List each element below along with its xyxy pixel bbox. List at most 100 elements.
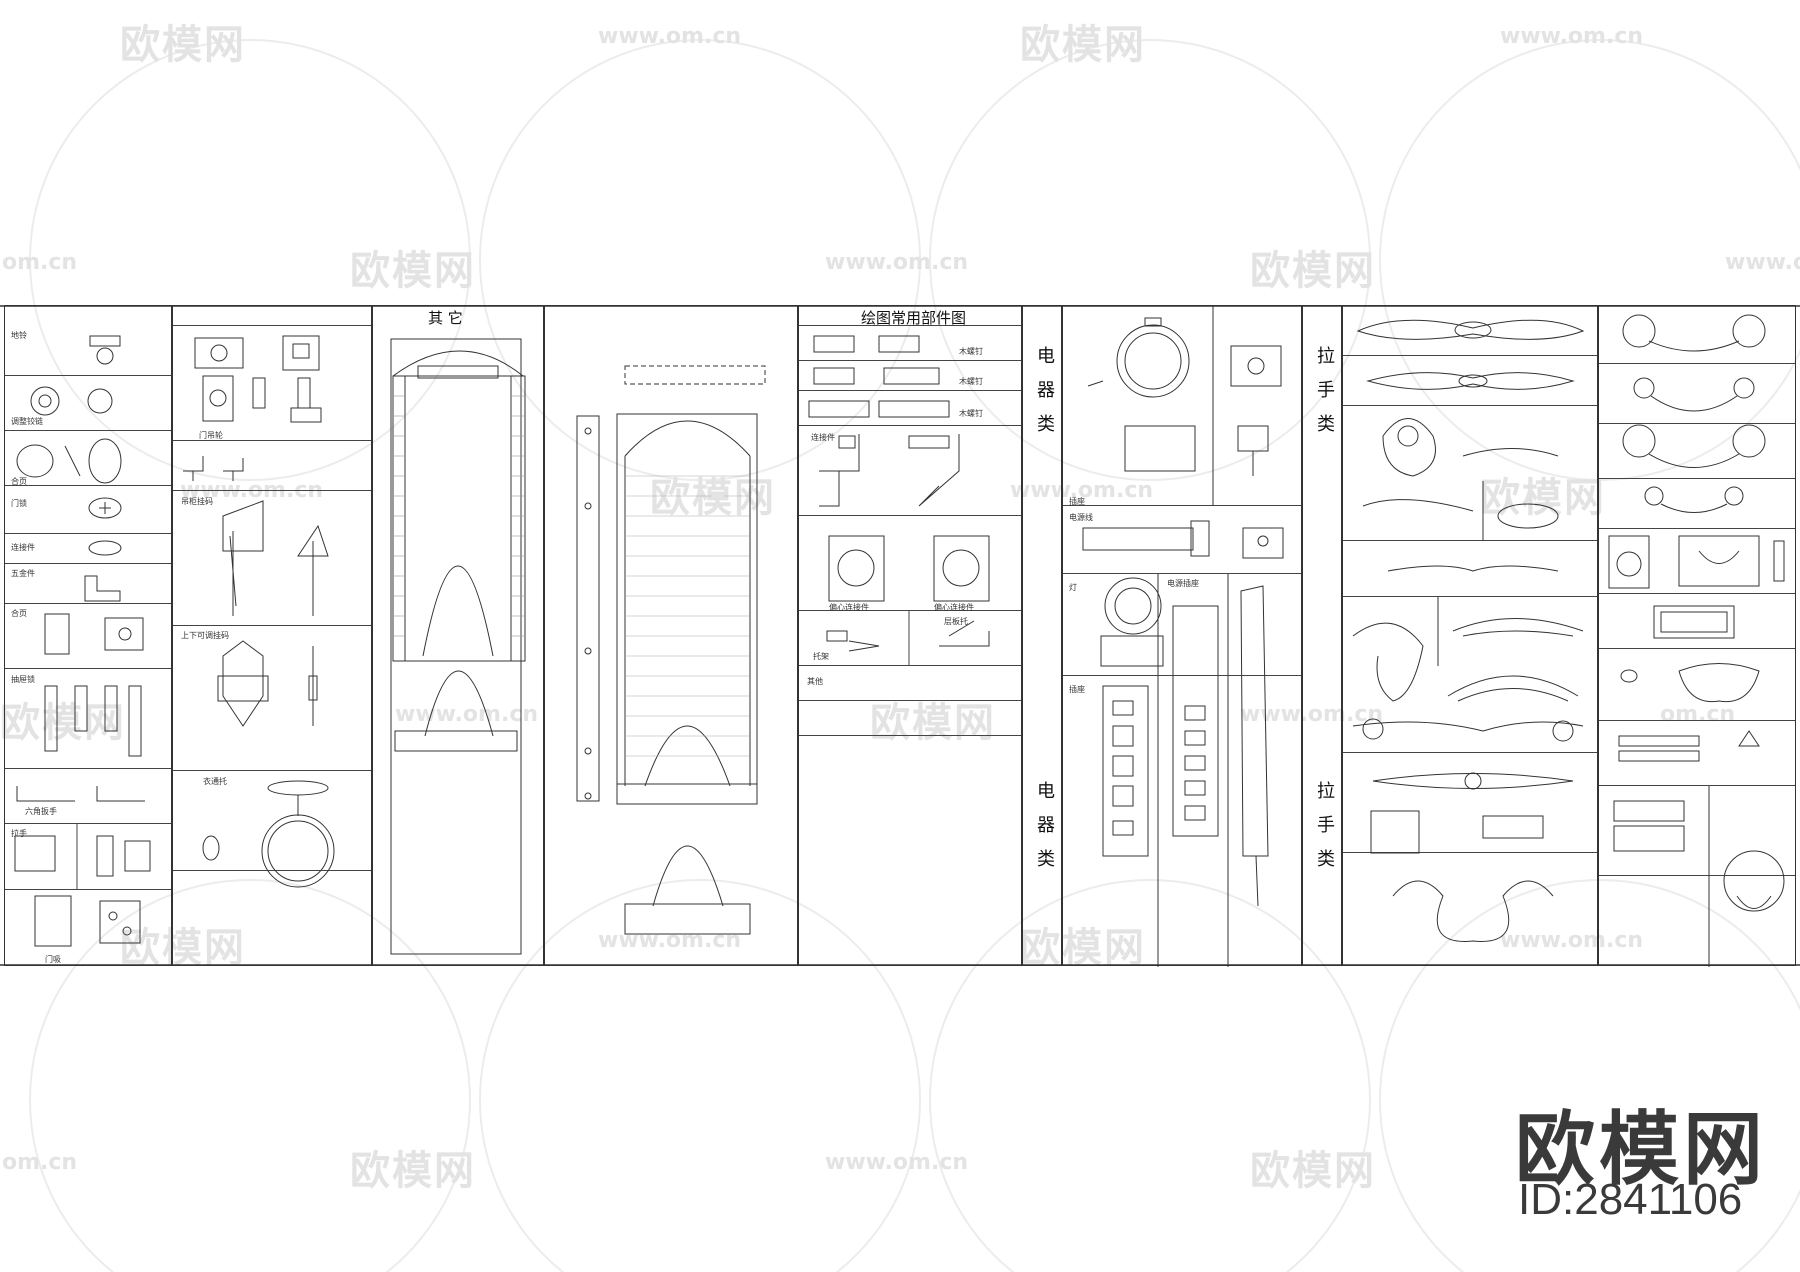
part-label: 抽屉锁 — [11, 675, 35, 684]
cell-row — [1063, 574, 1301, 676]
part-label: 地铃 — [11, 331, 27, 340]
panel-handles-b — [1598, 305, 1796, 967]
part-label: 灯 — [1069, 583, 1077, 592]
panel-drawing-parts: 绘图常用部件图 木螺钉 木螺钉 木螺钉 连接件 偏心连接件 偏心连接件 托架 层… — [798, 305, 1022, 966]
part-label: 偏心连接件 — [934, 603, 974, 612]
part-label: 电源线 — [1069, 513, 1093, 522]
cell-row — [173, 306, 371, 326]
part-label: 层板托 — [944, 617, 968, 626]
section-title-handles: 拉手类 — [1314, 781, 1335, 883]
cell-row — [173, 626, 371, 771]
cell-row — [5, 604, 171, 669]
watermark-logo: 欧模网 — [350, 1148, 476, 1194]
cell-row — [799, 666, 1021, 701]
part-label: 木螺钉 — [959, 347, 983, 356]
cell-row — [1599, 424, 1795, 479]
part-label: 连接件 — [11, 543, 35, 552]
watermark-url: www.om.cn — [825, 250, 969, 275]
hinge-drawings — [183, 335, 335, 888]
cell-row — [1343, 753, 1597, 853]
panel-handles-label: 拉手类 拉手类 — [1302, 305, 1342, 966]
cell-row — [1599, 594, 1795, 649]
panel-hardware-left: 地铃 调整铰链 合页 门锁 连接件 五金件 合页 抽屉锁 六角扳手 拉手 门吸 — [4, 305, 172, 966]
part-label: 拉手 — [11, 829, 27, 838]
cell-row — [1599, 364, 1795, 424]
parts-drawings — [808, 335, 990, 666]
part-label: 插座 — [1069, 685, 1085, 694]
cell-row — [5, 669, 171, 769]
part-label: 门锁 — [11, 499, 27, 508]
cell-row — [799, 701, 1021, 736]
cell-row — [173, 491, 371, 626]
cell-row — [1599, 529, 1795, 594]
part-label: 木螺钉 — [959, 409, 983, 418]
section-title-handles: 拉手类 — [1314, 346, 1335, 448]
panel-hardware-mid: 门吊轮 吊柜挂码 上下可调挂码 衣通托 — [172, 305, 372, 966]
cell-row — [1599, 786, 1795, 876]
part-label: 吊柜挂码 — [181, 497, 213, 506]
cell-row — [799, 306, 1021, 326]
cell-row — [1343, 406, 1597, 541]
panel-electrical-label: 电器类 电器类 — [1022, 305, 1062, 966]
cell-row — [1599, 479, 1795, 529]
drawing-sheet: 地铃 调整铰链 合页 门锁 连接件 五金件 合页 抽屉锁 六角扳手 拉手 门吸 — [0, 305, 1800, 967]
cell-row — [799, 611, 1021, 666]
watermark-url: www.om.cn — [1725, 250, 1800, 275]
part-label: 五金件 — [11, 569, 35, 578]
part-label: 门吊轮 — [199, 431, 223, 440]
part-label: 上下可调挂码 — [181, 631, 229, 640]
wardrobe-elevation-drawing — [576, 365, 766, 935]
section-title-electrical: 电器类 — [1034, 781, 1055, 883]
part-label: 合页 — [11, 609, 27, 618]
cell-row — [173, 441, 371, 491]
hardware-drawings — [14, 335, 151, 947]
asset-id: ID:2841106 — [1518, 1175, 1743, 1224]
cell-row — [799, 391, 1021, 426]
part-label: 木螺钉 — [959, 377, 983, 386]
cell-row — [173, 771, 371, 871]
watermark-logo: 欧模网 — [1250, 1148, 1376, 1194]
cell-row — [1599, 721, 1795, 786]
panel-other-elevation-a: 其 它 — [372, 305, 544, 966]
cell-row — [1599, 649, 1795, 721]
part-label: 合页 — [11, 477, 27, 486]
section-title-electrical: 电器类 — [1034, 346, 1055, 448]
part-label: 六角扳手 — [25, 807, 57, 816]
cell-row — [5, 376, 171, 431]
watermark-logo: 欧模网 — [1020, 22, 1146, 68]
cell-row — [1063, 506, 1301, 574]
cell-row — [1599, 306, 1795, 364]
cell-row — [799, 326, 1021, 361]
cabinet-elevation-drawing — [390, 338, 526, 955]
cell-row — [1063, 306, 1301, 506]
panel-title-other: 其 它 — [428, 309, 463, 327]
cell-row — [799, 426, 1021, 516]
panel-title-drawing-parts: 绘图常用部件图 — [861, 309, 967, 327]
panel-electrical: 插座 电源线 灯 插座 电源插座 — [1062, 305, 1302, 967]
cell-row — [5, 326, 171, 376]
cell-row — [5, 486, 171, 534]
part-label: 其他 — [807, 677, 823, 686]
cell-row — [799, 516, 1021, 611]
electrical-drawings — [1082, 306, 1284, 967]
part-label: 电源插座 — [1167, 579, 1199, 588]
watermark-logo: 欧模网 — [350, 248, 476, 294]
part-label: 托架 — [813, 652, 829, 661]
cell-row — [5, 431, 171, 486]
cell-row — [5, 564, 171, 604]
panel-handles-a — [1342, 305, 1598, 966]
part-label: 偏心连接件 — [829, 603, 869, 612]
cell-row — [799, 361, 1021, 391]
part-label: 插座 — [1069, 497, 1085, 506]
cell-row — [5, 769, 171, 824]
part-label: 连接件 — [811, 433, 835, 442]
cell-row — [1343, 541, 1597, 597]
watermark-url: om.cn — [2, 250, 78, 275]
part-label: 调整铰链 — [11, 417, 43, 426]
watermark-logo: 欧模网 — [120, 22, 246, 68]
cell-row — [1343, 306, 1597, 356]
part-label: 衣通托 — [203, 777, 227, 786]
watermark-url: www.om.cn — [598, 24, 742, 49]
cell-row — [173, 326, 371, 441]
watermark-logo: 欧模网 — [1250, 248, 1376, 294]
